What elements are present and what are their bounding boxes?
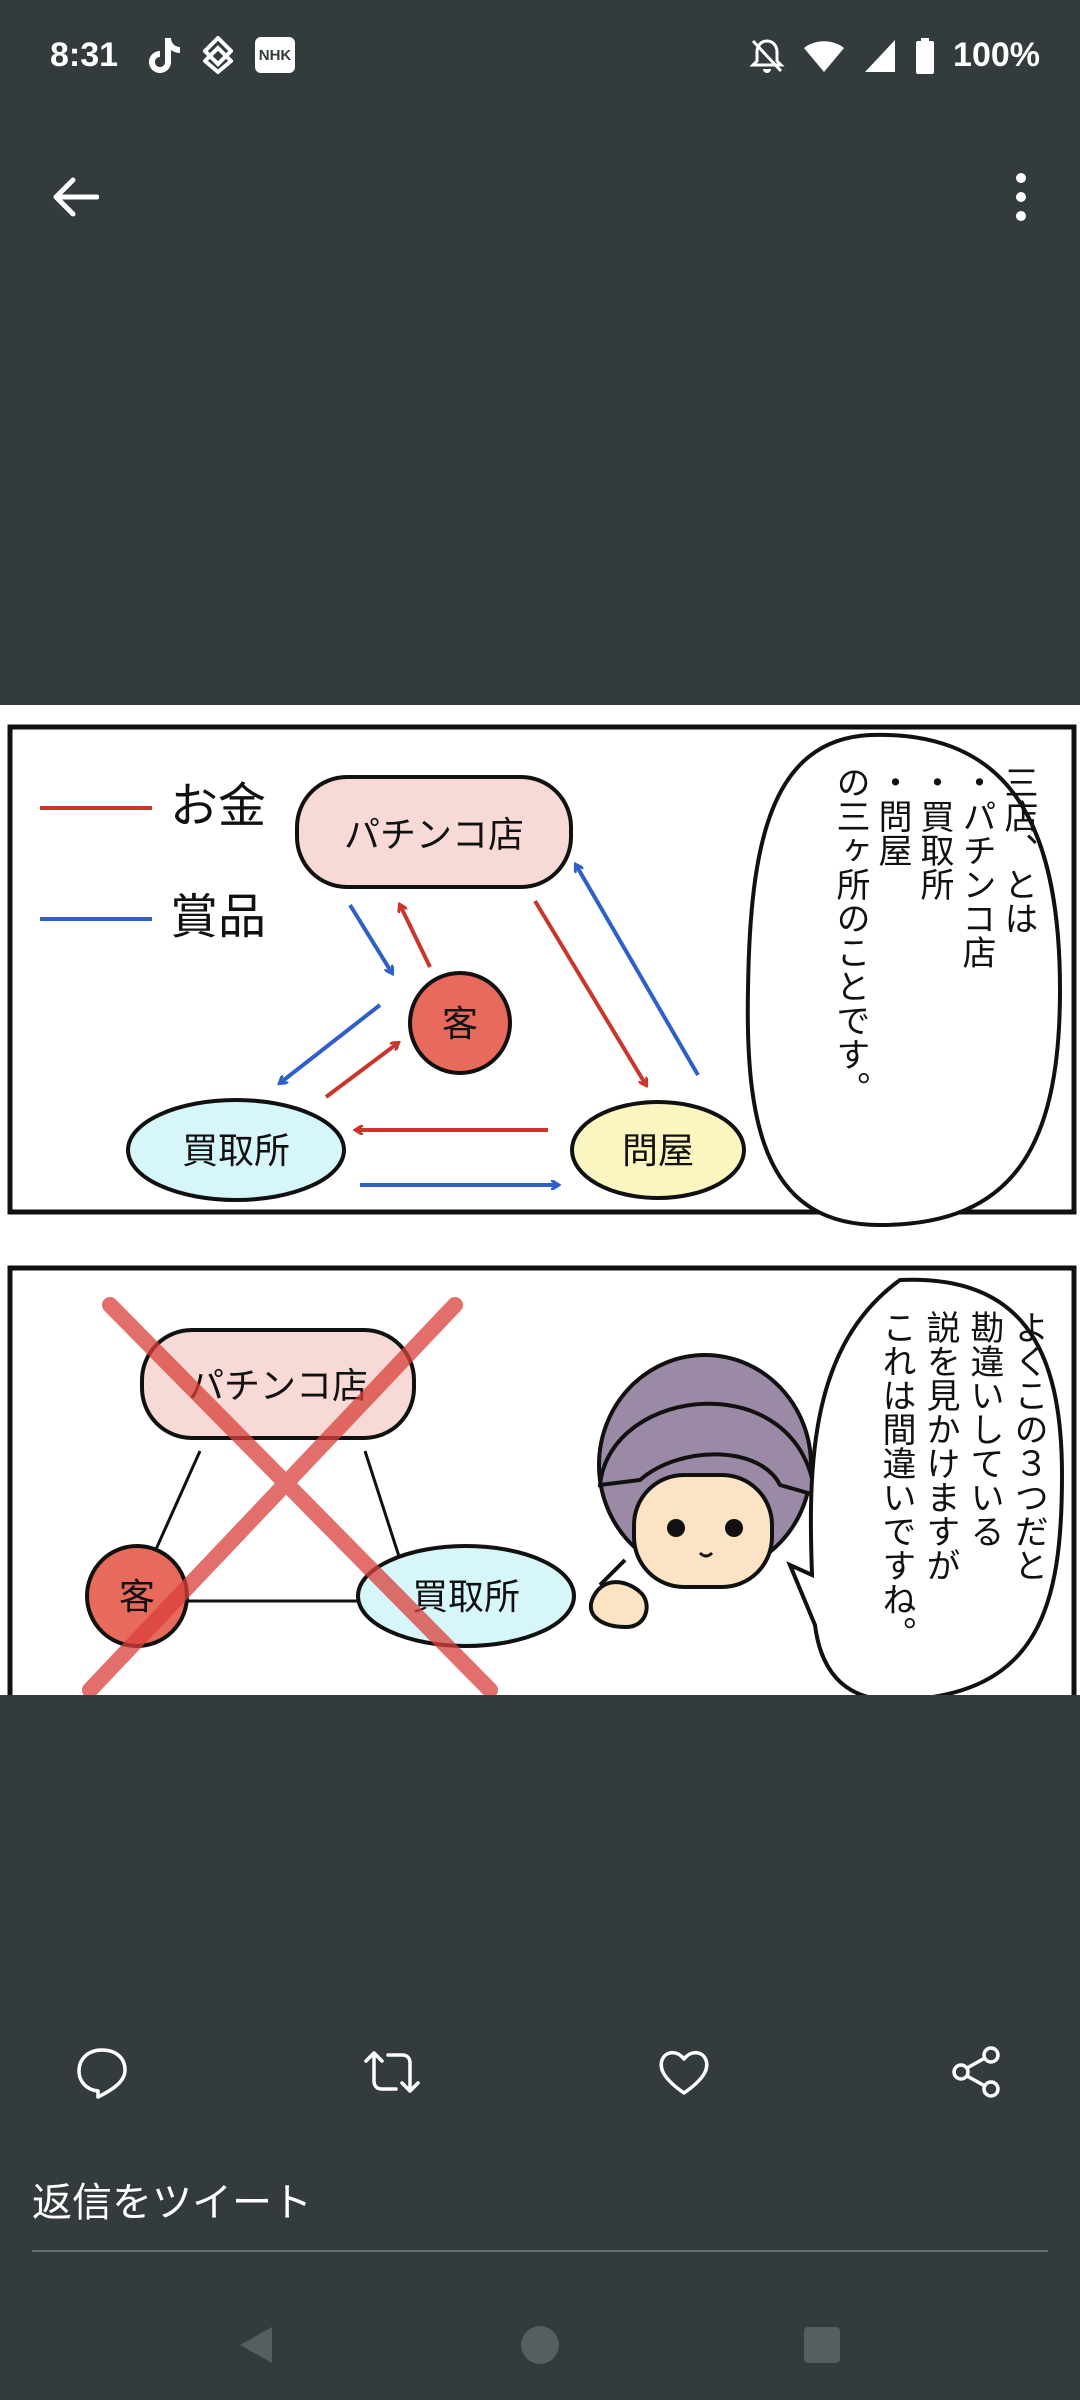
cross-out-mark — [82, 1297, 498, 1698]
arrow-money-buyer-customer — [324, 1043, 398, 1099]
nhk-icon: NHK — [255, 37, 295, 73]
p2-node-buyer-label: 買取所 — [412, 1577, 520, 1618]
tweet-action-bar — [0, 2020, 1080, 2120]
heart-icon — [659, 2051, 709, 2095]
bubble2-line-4: これは間違いですね。 — [876, 1310, 916, 1650]
bubble2-line-2: 勘違いしている — [964, 1310, 1004, 1548]
status-app-icons: NHK — [145, 36, 295, 74]
speech-bubble-2-text: よくこの３つだと 勘違いしている 説を見かけますが これは間違いですね。 — [876, 1310, 1048, 1650]
nav-recents-icon — [804, 2327, 840, 2363]
node-pachinko — [295, 775, 573, 889]
node-pachinko-label: パチンコ店 — [344, 815, 524, 856]
legend-prize-label: 賞品 — [170, 889, 266, 945]
node-wholesaler — [570, 1100, 746, 1200]
nav-home-button[interactable] — [510, 2315, 570, 2375]
node-wholesaler-label: 問屋 — [622, 1131, 694, 1172]
tweet-image[interactable]: お金 賞品 パチンコ店 客 買取所 問屋 三店、とは ・パチンコ店 ・買取所 ・… — [0, 705, 1080, 1711]
arrow-money-pachinko-wholesaler — [533, 899, 646, 1085]
signal-icon — [865, 39, 896, 72]
speech-bubble-1 — [745, 732, 1063, 1228]
bubble1-line-3: ・買取所 — [914, 765, 954, 901]
arrow-prize-wholesaler-pachinko — [576, 865, 700, 1077]
tri-line-right — [363, 1450, 407, 1576]
reply-tweet-input[interactable] — [32, 2168, 1048, 2238]
arrow-money-customer-pachinko — [400, 905, 432, 968]
bubble1-line-1: 三店、とは — [998, 765, 1038, 935]
nav-back-button[interactable] — [226, 2315, 286, 2375]
wifi-icon — [804, 40, 845, 72]
nav-home-icon — [521, 2326, 559, 2364]
reply-compose — [32, 2168, 1048, 2252]
bubble1-line-5: の三ヶ所のことです。 — [830, 765, 870, 1105]
arrow-prize-pachinko-customer — [348, 903, 392, 973]
bubble2-line-1: よくこの３つだと — [1008, 1310, 1048, 1582]
tiktok-icon — [149, 38, 180, 73]
retweet-icon — [364, 2051, 420, 2093]
p2-node-customer-label: 客 — [119, 1577, 155, 1618]
speech-bubble-1-text: 三店、とは ・パチンコ店 ・買取所 ・問屋 の三ヶ所のことです。 — [830, 765, 1038, 1105]
system-nav-bar — [0, 2290, 1080, 2400]
comic-svg: お金 賞品 パチンコ店 客 買取所 問屋 三店、とは ・パチンコ店 ・買取所 ・… — [7, 724, 1077, 1711]
bubble1-line-4: ・問屋 — [872, 765, 912, 867]
more-options-button[interactable] — [986, 162, 1056, 232]
app-diamond-icon — [203, 36, 233, 74]
nav-back-icon — [240, 2327, 272, 2363]
notifications-off-icon — [749, 38, 785, 73]
share-icon — [952, 2046, 1000, 2098]
bubble2-line-3: 説を見かけますが — [920, 1310, 960, 1582]
p2-node-pachinko-label: パチンコ店 — [188, 1366, 368, 1407]
nav-recents-button[interactable] — [792, 2315, 852, 2375]
top-bar — [0, 140, 1080, 250]
battery-icon — [916, 37, 935, 74]
status-time: 8:31 — [50, 36, 119, 74]
node-customer — [408, 971, 512, 1075]
battery-percent: 100% — [953, 36, 1040, 74]
like-button[interactable] — [652, 2040, 716, 2104]
share-button[interactable] — [944, 2040, 1008, 2104]
bubble1-line-2: ・パチンコ店 — [956, 765, 996, 969]
arrow-left-icon — [53, 177, 99, 217]
node-buyer-label: 買取所 — [182, 1131, 290, 1172]
node-buyer — [126, 1098, 346, 1202]
more-vertical-icon — [1016, 173, 1026, 221]
legend-money-label: お金 — [170, 778, 266, 834]
back-button[interactable] — [40, 162, 110, 232]
status-right-icons: 100% — [749, 36, 1040, 75]
arrow-prize-customer-buyer — [280, 1003, 382, 1083]
node-customer-label: 客 — [442, 1004, 478, 1045]
reply-button[interactable] — [70, 2040, 134, 2104]
reply-icon — [77, 2048, 127, 2099]
status-bar: 8:31 NHK 100% — [0, 0, 1080, 120]
retweet-button[interactable] — [360, 2040, 424, 2104]
character-illustration — [588, 1353, 818, 1630]
